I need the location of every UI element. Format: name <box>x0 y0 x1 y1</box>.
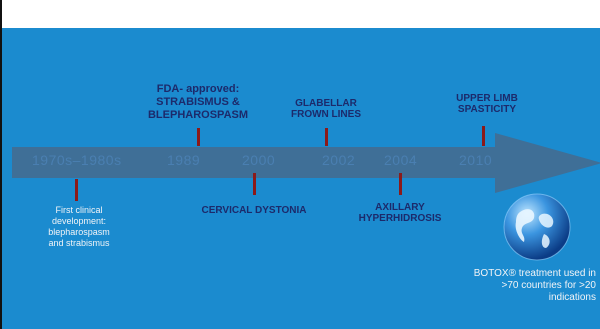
year-2004: 2004 <box>384 152 418 168</box>
top-band <box>2 0 600 28</box>
event-axillary: AXILLARY HYPERHIDROSIS <box>358 202 442 224</box>
event-fda-approved: FDA- approved: STRABISMUS & BLEPHAROSPAS… <box>147 83 249 121</box>
year-2010: 2010 <box>459 152 493 168</box>
footer-note: BOTOX® treatment used in >70 countries f… <box>473 268 596 303</box>
year-2002: 2002 <box>322 152 356 168</box>
tick-1989 <box>197 128 200 146</box>
tick-2002 <box>325 128 328 146</box>
tick-2010 <box>482 126 485 146</box>
year-1989: 1989 <box>167 152 201 168</box>
tick-1970s <box>75 179 78 201</box>
event-upper-limb: UPPER LIMB SPASTICITY <box>456 93 518 115</box>
event-first-clinical: First clinical development: blepharospas… <box>48 205 110 248</box>
event-glabellar: GLABELLAR FROWN LINES <box>291 98 361 120</box>
year-1970s-1980s: 1970s–1980s <box>32 152 122 168</box>
tick-2004 <box>399 173 402 195</box>
event-cervical: CERVICAL DYSTONIA <box>201 205 307 216</box>
year-2000: 2000 <box>242 152 276 168</box>
globe-icon <box>503 193 571 261</box>
tick-2000 <box>253 173 256 195</box>
